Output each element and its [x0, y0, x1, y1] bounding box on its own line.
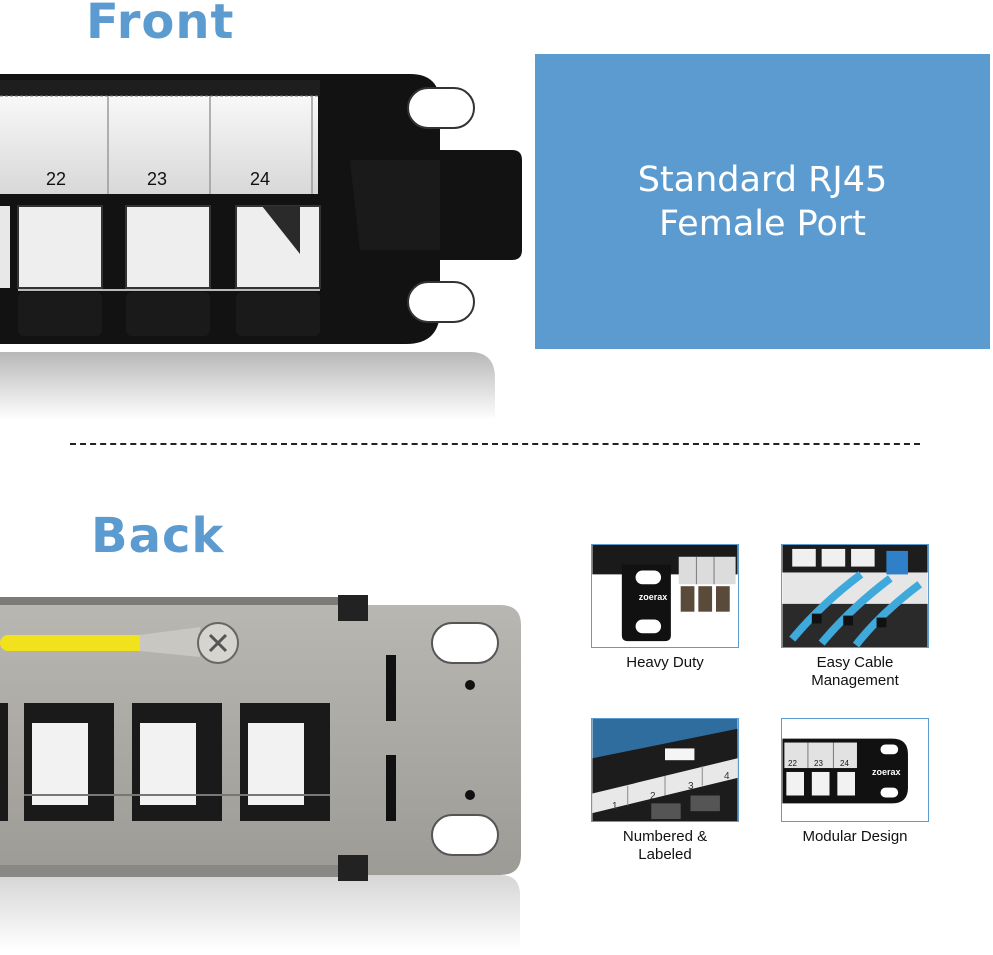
numbered-1: 1 — [612, 801, 618, 812]
back-mount-hole-bottom — [431, 814, 499, 856]
modular-number-24: 24 — [840, 759, 849, 768]
port-number-24: 24 — [250, 169, 271, 189]
front-keystone-ports — [0, 205, 321, 336]
feature-modular-design: 22 23 24 zoerax Modular Design — [775, 718, 935, 846]
modular-number-22: 22 — [788, 759, 797, 768]
heavy-duty-thumbnail: zoerax — [591, 544, 739, 648]
modular-design-label: Modular Design — [802, 828, 908, 845]
numbered-3: 3 — [688, 781, 694, 792]
front-panel-photo: 22 23 24 — [0, 60, 530, 420]
modular-brand: zoerax — [872, 767, 901, 777]
port-number-22: 22 — [46, 169, 67, 189]
section-divider — [70, 443, 920, 445]
feature-cable-management: Easy Cable Management — [775, 544, 935, 690]
front-panel-reflection — [0, 352, 495, 420]
front-label-strip — [0, 96, 318, 194]
back-panel-photo — [0, 585, 530, 950]
modular-design-thumbnail: 22 23 24 zoerax — [781, 718, 929, 822]
back-panel-reflection — [0, 875, 520, 950]
callout-line-1: Standard RJ45 — [637, 159, 888, 200]
rj45-callout: Standard RJ45 Female Port — [535, 54, 990, 349]
cable-management-label: Easy Cable Management — [811, 654, 899, 689]
heavy-duty-brand: zoerax — [638, 592, 668, 602]
callout-line-2: Female Port — [658, 203, 867, 244]
back-heading: Back — [91, 508, 225, 564]
front-heading: Front — [86, 0, 235, 50]
modular-number-23: 23 — [814, 759, 823, 768]
back-top-clip — [338, 595, 368, 621]
numbered-labeled-thumbnail: 1 2 3 4 — [591, 718, 739, 822]
back-mount-hole-top — [431, 622, 499, 664]
feature-numbered-labeled: 1 2 3 4 Numbered & Labeled — [585, 718, 745, 864]
numbered-2: 2 — [650, 791, 656, 802]
back-keystone-cutouts — [0, 703, 330, 821]
heavy-duty-label: Heavy Duty — [626, 654, 704, 671]
front-ear-slot-top — [407, 87, 475, 129]
feature-heavy-duty: zoerax Heavy Duty — [585, 544, 745, 672]
numbered-labeled-label: Numbered & Labeled — [622, 828, 708, 863]
back-bottom-clip — [338, 855, 368, 881]
front-ear-slot-bottom — [407, 281, 475, 323]
cable-management-thumbnail — [781, 544, 929, 648]
back-vertical-slot-top — [386, 655, 396, 721]
numbered-4: 4 — [724, 771, 730, 782]
ground-wire — [0, 635, 155, 651]
port-number-23: 23 — [147, 169, 168, 189]
back-vertical-slot-bottom — [386, 755, 396, 821]
